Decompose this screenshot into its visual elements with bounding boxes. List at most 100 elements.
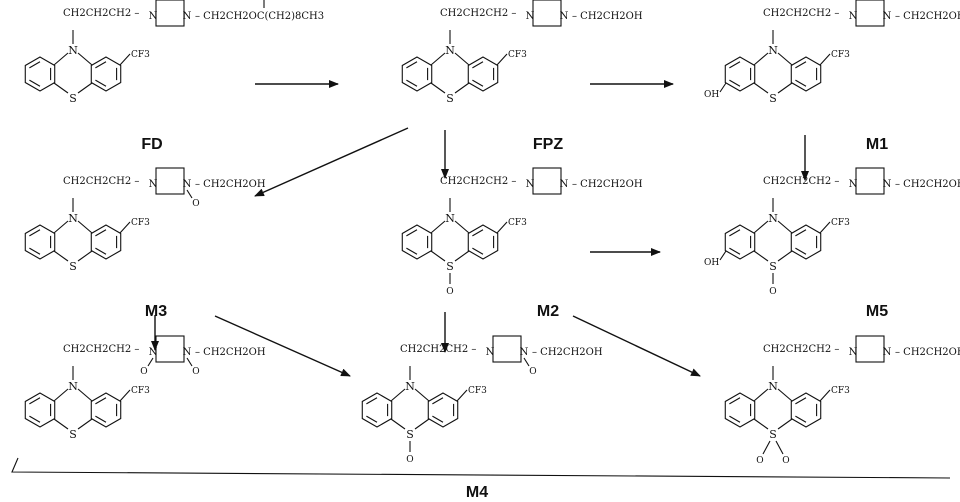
ring-double-bond: [95, 397, 107, 405]
bond-line: [454, 220, 470, 234]
bond-line: [819, 53, 831, 66]
aromatic-ring: [427, 392, 459, 428]
bond-line: [414, 388, 430, 402]
cf3-group: CF3: [508, 50, 527, 60]
piperazine-n1: N: [526, 11, 535, 22]
propyl-chain: CH2CH2CH2 –: [440, 8, 516, 19]
sulfoxide-oxygen: O: [406, 455, 413, 465]
bond-line: [186, 357, 193, 367]
bond-line: [53, 52, 69, 66]
bond-line: [53, 388, 69, 402]
aromatic-ring: [24, 56, 56, 92]
cf3-group: CF3: [831, 386, 850, 396]
m4-group-bracket: [11, 457, 951, 479]
piperazine-n1: N: [149, 347, 158, 358]
aromatic-ring: [790, 224, 822, 260]
bond-line: [77, 250, 93, 262]
bond-line: [719, 82, 727, 93]
bond-line: [777, 52, 793, 66]
sulfur-atom: S: [69, 260, 77, 273]
ring-double-bond: [432, 397, 444, 405]
piperazine-n4: N: [560, 179, 569, 190]
bond-line: [77, 388, 93, 402]
aromatic-ring: [90, 392, 122, 428]
bond-line: [777, 388, 793, 402]
bond-line: [719, 250, 727, 261]
bond-line: [390, 388, 406, 402]
bond-line: [430, 52, 446, 66]
ring-double-bond: [406, 247, 418, 255]
bond-line: [414, 418, 430, 430]
bond-line: [777, 418, 793, 430]
propyl-chain: CH2CH2CH2 –: [763, 344, 839, 355]
piperazine-n1: N: [149, 11, 158, 22]
nitrogen-atom: N: [768, 212, 778, 225]
ring-double-bond: [29, 229, 41, 237]
bond-line: [430, 82, 446, 94]
ring-double-bond: [432, 415, 444, 423]
side-chain-tail: – CH2CH2OH: [572, 11, 643, 22]
propyl-chain: CH2CH2CH2 –: [63, 8, 139, 19]
bond-line: [53, 82, 69, 94]
cf3-group: CF3: [831, 218, 850, 228]
propyl-chain: CH2CH2CH2 –: [400, 344, 476, 355]
aromatic-ring: [90, 56, 122, 92]
nitrogen-atom: N: [768, 380, 778, 393]
side-chain-tail: – CH2CH2OH: [572, 179, 643, 190]
bond-line: [430, 220, 446, 234]
compound-label-m2: M2: [537, 303, 559, 320]
piperazine-n4: N: [883, 347, 892, 358]
ring-double-bond: [366, 397, 378, 405]
propyl-chain: CH2CH2CH2 –: [63, 176, 139, 187]
n-oxide-oxygen: O: [192, 367, 199, 377]
side-chain-tail: – CH2CH2OH: [895, 11, 960, 22]
bond-line: [777, 220, 793, 234]
ring-double-bond: [29, 79, 41, 87]
piperazine-n4: N: [883, 11, 892, 22]
nitrogen-atom: N: [445, 44, 455, 57]
aromatic-ring: [467, 224, 499, 260]
compound-label-m3: M3: [145, 303, 167, 320]
piperazine-n1: N: [849, 179, 858, 190]
bond-line: [762, 440, 771, 455]
piperazine-n4: N: [520, 347, 529, 358]
compound-label-m4: M4: [466, 484, 488, 501]
bond-line: [753, 220, 769, 234]
bond-line: [119, 221, 131, 234]
bond-line: [753, 82, 769, 94]
piperazine-n4: N: [183, 347, 192, 358]
ring-double-bond: [795, 397, 807, 405]
reaction-arrow: [214, 315, 351, 377]
ring-double-bond: [729, 397, 741, 405]
nitrogen-atom: N: [445, 212, 455, 225]
ring-double-bond: [729, 229, 741, 237]
nitrogen-atom: N: [68, 212, 78, 225]
n-oxide-oxygen: O: [529, 367, 536, 377]
propyl-chain: CH2CH2CH2 –: [440, 176, 516, 187]
sulfur-atom: S: [769, 92, 777, 105]
ring-double-bond: [795, 229, 807, 237]
aromatic-ring: [724, 224, 756, 260]
nitrogen-atom: N: [768, 44, 778, 57]
sulfur-atom: S: [69, 92, 77, 105]
propyl-chain: CH2CH2CH2 –: [763, 8, 839, 19]
piperazine-ring: [155, 335, 185, 363]
piperazine-n1: N: [849, 11, 858, 22]
compound-label-fpz: FPZ: [533, 136, 563, 153]
bond-line: [523, 357, 530, 367]
ring-double-bond: [472, 247, 484, 255]
ring-double-bond: [29, 247, 41, 255]
aromatic-ring: [361, 392, 393, 428]
sulfoxide-oxygen: O: [446, 287, 453, 297]
compound-label-m1: M1: [866, 136, 888, 153]
bond-line: [77, 52, 93, 66]
ring-double-bond: [29, 397, 41, 405]
hydroxyl-group: OH: [704, 258, 719, 268]
reaction-arrow: [254, 127, 409, 197]
cf3-group: CF3: [468, 386, 487, 396]
sulfone-oxygen: O: [782, 456, 789, 466]
n-oxide-oxygen: O: [192, 199, 199, 209]
